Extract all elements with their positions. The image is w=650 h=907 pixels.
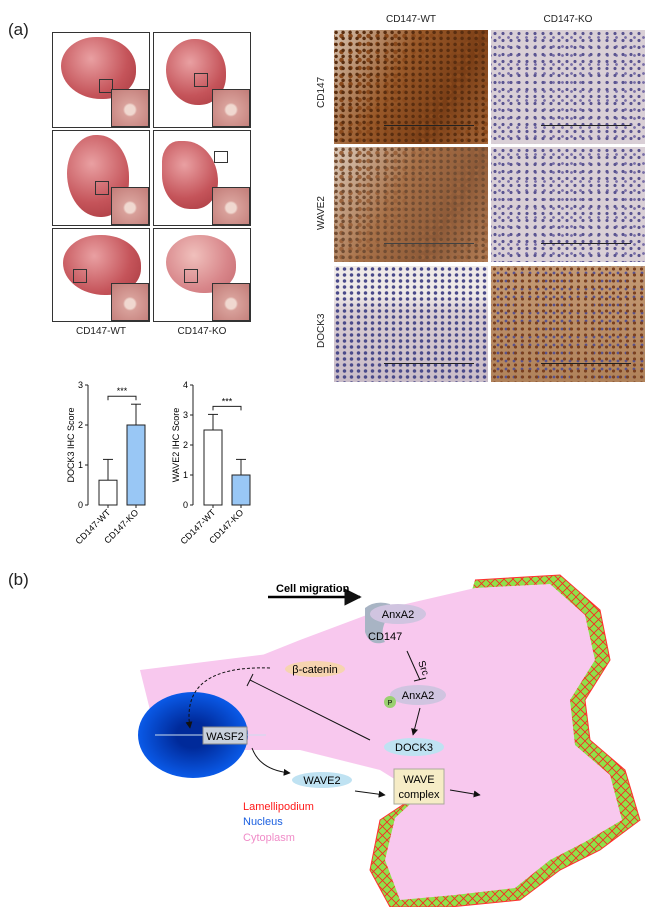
y-tick-label: 4 <box>183 380 188 390</box>
y-tick-label: 0 <box>78 500 83 510</box>
wave-complex-label-2: complex <box>399 789 440 801</box>
liver-photo <box>52 228 150 322</box>
significance-bracket <box>107 395 137 401</box>
legend-cytoplasm: Cytoplasm <box>243 832 295 844</box>
cell-migration-label: Cell migration <box>276 583 350 595</box>
panel-b-label: (b) <box>8 570 29 589</box>
wave-complex-label-1: WAVE <box>403 774 434 786</box>
ihc-image <box>334 266 488 382</box>
significance-label: *** <box>117 386 128 396</box>
bar <box>231 474 251 506</box>
ihc-row-dock3: DOCK3 <box>316 313 327 348</box>
y-tick-label: 1 <box>183 470 188 480</box>
liver-photo <box>153 130 251 226</box>
phospho-label: P <box>388 700 393 707</box>
ihc-col-wt: CD147-WT <box>385 14 436 25</box>
significance-label: *** <box>222 396 233 406</box>
ihc-image <box>334 30 488 144</box>
y-tick-label: 2 <box>183 440 188 450</box>
liver-label-ko: CD147-KO <box>177 326 227 337</box>
bar <box>126 424 146 506</box>
liver-photo <box>52 32 150 128</box>
y-axis-label: WAVE2 IHC Score <box>171 408 181 483</box>
legend-lamellipodium: Lamellipodium <box>243 801 314 813</box>
ihc-row-cd147: CD147 <box>316 76 327 108</box>
anxa2-label: AnxA2 <box>382 609 414 621</box>
ihc-image <box>334 147 488 262</box>
anxa2-phospho-label: AnxA2 <box>402 690 434 702</box>
cd147-signaling-diagram: WASF2 Cell migration CD147 AnxA2 Src Anx… <box>138 574 641 907</box>
bar <box>203 429 223 506</box>
liver-photo <box>153 228 251 322</box>
ihc-score-charts: DOCK3 IHC Score0123CD147-WTCD147-KO***WA… <box>66 380 251 546</box>
wasf2-gene: WASF2 <box>206 731 244 743</box>
y-tick-label: 3 <box>78 380 83 390</box>
beta-catenin-label: β-catenin <box>292 664 337 676</box>
y-tick-label: 2 <box>78 420 83 430</box>
y-axis-label: DOCK3 IHC Score <box>66 407 76 482</box>
wave2-label: WAVE2 <box>303 775 340 787</box>
ihc-image <box>491 147 645 262</box>
legend-nucleus: Nucleus <box>243 816 283 828</box>
panel-a-label: (a) <box>8 20 29 39</box>
y-tick-label: 1 <box>78 460 83 470</box>
dock3-label: DOCK3 <box>395 742 433 754</box>
ihc-image <box>491 266 645 382</box>
cd147-label: CD147 <box>368 631 402 643</box>
significance-bracket <box>212 405 242 411</box>
bar <box>98 479 118 506</box>
y-tick-label: 0 <box>183 500 188 510</box>
liver-photo <box>153 32 251 128</box>
ihc-image <box>491 30 645 144</box>
liver-photo <box>52 130 150 226</box>
src-label: Src <box>415 659 430 677</box>
y-tick-label: 3 <box>183 410 188 420</box>
liver-label-wt: CD147-WT <box>75 326 126 337</box>
ihc-row-wave2: WAVE2 <box>316 196 327 230</box>
ihc-col-ko: CD147-KO <box>543 14 593 25</box>
